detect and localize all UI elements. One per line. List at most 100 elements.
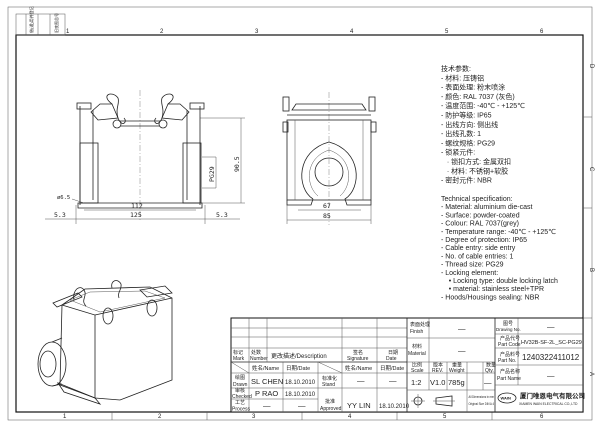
- spec-en-item: • material: stainless steel+TPR: [441, 286, 544, 293]
- dim-right-offset: 5.3: [216, 211, 228, 219]
- company-name-en: XIAMEN WAIN ELECTRICAL CO.,LTD: [519, 402, 578, 406]
- label-weight: Weight: [449, 368, 465, 374]
- column-number: 4: [350, 29, 354, 35]
- dim-left-offset: 5.3: [54, 211, 66, 219]
- column-number: 1: [66, 29, 70, 35]
- label-signature: Signature: [347, 356, 369, 362]
- column-number: 6: [540, 414, 544, 420]
- spec-cn-item: - 螺纹规格: PG29: [441, 138, 495, 147]
- column-number: 1: [63, 414, 67, 420]
- company-name-cn: 厦门唯恩电气有限公司: [520, 391, 585, 400]
- spec-en-item: • Locking type: double locking latch: [441, 278, 558, 285]
- label-part-name-cn: 产品名称: [500, 368, 520, 375]
- drawing-no-value: —: [547, 322, 555, 331]
- row-letter: A: [588, 372, 594, 376]
- spec-cn-item: · 材料: 不锈钢+软胶: [441, 166, 508, 175]
- column-number: 2: [160, 29, 164, 35]
- spec-en-item: - No. of cable entries: 1: [441, 253, 513, 260]
- row-letter: C: [588, 167, 594, 172]
- outer-border: [7, 6, 593, 421]
- spec-cn-item: - 温度范围: -40℃ - +125℃: [441, 101, 525, 110]
- label-drawn-cn: 绘图: [235, 374, 245, 381]
- approved-name: YY LIN: [347, 401, 371, 410]
- scale-value: 1:2: [411, 378, 421, 387]
- stand-name: —: [357, 376, 365, 385]
- spec-cn-item: · 锁扣方式: 金属双扣: [441, 157, 511, 166]
- label-part-code: Part Code: [498, 342, 521, 348]
- dim-outer-width: 125: [130, 211, 142, 219]
- column-number: 4: [348, 414, 352, 420]
- spec-en-item: - Locking element:: [441, 270, 498, 277]
- front-view: 112 125 5.3 5.3 90.5 PG29 ø6.5: [45, 90, 245, 224]
- label-qty: Qty.: [485, 368, 494, 374]
- weight-value: 785g: [448, 378, 465, 387]
- label-stand: Stand: [322, 382, 335, 388]
- label-number: Number: [250, 356, 268, 362]
- dim-height: 90.5: [233, 156, 241, 172]
- dim-outer-width: 85: [323, 212, 331, 220]
- label-part-name: Part Name: [497, 376, 521, 382]
- label-rev-cn: 版本: [433, 362, 443, 369]
- label-date-cn: 日期: [388, 350, 398, 356]
- dimensions-note: All Dimensions in mm: [469, 395, 495, 399]
- header-date: 日期/Date: [286, 365, 310, 372]
- approved-date: 18.10.2010: [379, 404, 410, 410]
- company-logo: WAIN: [497, 392, 517, 404]
- column-number: 3: [252, 414, 256, 420]
- spec-en-title: Technical specification:: [441, 196, 513, 203]
- label-signature-cn: 签名: [353, 349, 363, 356]
- column-number: 2: [158, 414, 162, 420]
- label-material: Material: [408, 351, 426, 357]
- label-part-no: Part No.: [498, 358, 516, 364]
- drawn-date: 18.10.2010: [285, 380, 316, 386]
- label-finish-cn: 表面处理: [410, 321, 430, 328]
- label-material-cn: 材料: [412, 343, 422, 350]
- column-number: 6: [540, 29, 544, 35]
- label-date: Date: [386, 356, 397, 362]
- spec-en-item: - Cable entry: side entry: [441, 245, 516, 252]
- spec-en-item: - Degree of protection: IP65: [441, 237, 527, 244]
- stand-date: —: [389, 376, 397, 385]
- spec-en-item: - Thread size: PG29: [441, 262, 504, 269]
- column-number: 5: [445, 29, 449, 35]
- header-date: 日期/Date: [380, 365, 404, 372]
- header-name: 姓名/Name: [345, 364, 372, 372]
- corner-label: 旧底图总号: [53, 13, 59, 33]
- row-letter: D: [588, 64, 594, 69]
- label-scale-cn: 比例: [412, 362, 422, 369]
- label-drawing-no-cn: 图号: [503, 321, 513, 327]
- rev-value: V1.0: [430, 378, 445, 387]
- header-name: 姓名/Name: [252, 364, 279, 372]
- checked-name: P RAO: [255, 389, 278, 398]
- label-stand-cn: 标准化: [322, 375, 337, 382]
- column-number: 5: [443, 414, 447, 420]
- spec-cn-item: - 密封元件: NBR: [441, 176, 492, 185]
- label-mark-cn: 标记: [233, 349, 243, 356]
- spec-en: Technical specification: - Material: alu…: [441, 196, 558, 301]
- checked-date: 18.10.2010: [285, 392, 316, 398]
- label-process-cn: 工艺: [235, 400, 245, 406]
- spec-en-item: - Surface: powder-coated: [441, 212, 520, 219]
- spec-en-item: - Colour: RAL 7037(grey): [441, 221, 519, 228]
- projection-symbol-icon: [411, 394, 455, 408]
- label-approved-cn: 批准: [325, 398, 335, 405]
- spec-cn: 技术参数: - 材料: 压铸铝 - 表面处理: 粉末喷涂 - 颜色: RAL 7…: [441, 64, 525, 185]
- spec-cn-item: - 出线孔数: 1: [441, 129, 481, 138]
- process-date: —: [298, 401, 306, 410]
- label-process: Process: [232, 407, 251, 413]
- label-drawing-no: Drawing No.: [496, 327, 521, 332]
- label-checked-cn: 审核: [235, 387, 245, 394]
- part-name-value: —: [547, 371, 555, 380]
- label-mark: Mark: [233, 356, 245, 362]
- logo-text: WAIN: [501, 396, 512, 401]
- spec-en-item: - Hoods/Housings sealing: NBR: [441, 294, 539, 301]
- dim-hole: ø6.5: [57, 195, 70, 201]
- dim-inner-width: 112: [131, 202, 143, 210]
- corner-labels: 借(通)用件登记 旧底图总号: [15, 6, 66, 36]
- corner-label: 借(通)用件登记: [28, 6, 34, 33]
- isometric-view: [37, 280, 173, 405]
- label-approved: Approved: [320, 406, 342, 412]
- label-weight-cn: 重量: [452, 362, 462, 369]
- process-name: —: [263, 401, 271, 410]
- spec-cn-title: 技术参数:: [441, 64, 471, 73]
